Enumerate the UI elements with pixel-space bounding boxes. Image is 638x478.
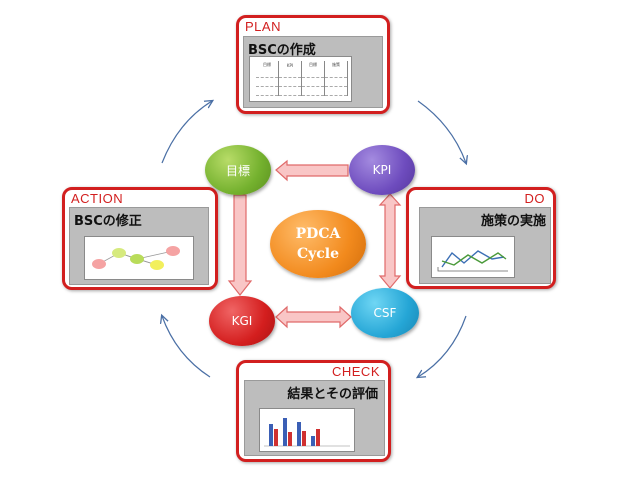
csf-label: CSF [373,306,397,320]
check-panel: 結果とその評価 [244,380,385,456]
do-card: DO 施策の実施 [406,187,556,289]
goal-label: 目標 [225,163,250,178]
kpi-label: KPI [372,163,392,177]
action-panel: BSCの修正 [69,207,209,285]
action-network-icon [92,246,180,270]
plan-table-header: 目標 [301,61,325,69]
cycle-arrow-plan-to-do [417,100,466,163]
cycle-arrow-check-to-action [162,316,211,378]
arrow-kpi-csf [378,193,402,289]
kgi-label: KGI [231,314,253,328]
check-phase-label: CHECK [331,364,380,379]
action-title: BSCの修正 [74,214,142,229]
plan-mini-table: 目標 KPI 目標 施策 [256,61,348,96]
check-title: 結果とその評価 [287,387,378,402]
plan-table-header: 目標 [256,61,279,69]
plan-panel: BSCの作成 目標 KPI 目標 施策 [243,36,383,108]
plan-title: BSCの作成 [248,43,316,58]
csf-node: CSF [351,288,419,338]
action-card: ACTION BSCの修正 [62,187,218,290]
do-line-chart-thumbnail [431,236,515,278]
plan-table-thumbnail: 目標 KPI 目標 施策 [249,56,352,102]
check-bar-chart-icon [264,418,350,447]
do-phase-label: DO [524,191,545,206]
do-title: 施策の実施 [480,214,546,229]
pdca-center-node: PDCA Cycle [270,210,366,278]
plan-table-header: 施策 [324,61,348,69]
cycle-arrow-action-to-plan [161,101,212,164]
cycle-arrow-do-to-check [418,315,467,377]
pdca-label-line1: PDCA [295,226,341,242]
plan-phase-label: PLAN [245,19,281,34]
check-card: CHECK 結果とその評価 [236,360,391,462]
goal-node: 目標 [205,145,271,195]
arrow-kgi-csf [275,305,352,329]
kpi-node: KPI [349,145,415,195]
arrow-kpi-to-goal [275,159,349,182]
action-phase-label: ACTION [71,191,124,206]
pdca-label-line2: Cycle [296,246,340,262]
action-network-thumbnail [84,236,194,280]
check-bar-chart-thumbnail [259,408,355,452]
do-panel: 施策の実施 [419,207,551,284]
arrow-goal-to-kgi [227,194,253,296]
do-line-chart-icon [437,250,508,272]
plan-table-header: KPI [278,61,302,69]
plan-card: PLAN BSCの作成 目標 KPI 目標 施策 [236,15,390,114]
kgi-node: KGI [209,296,275,346]
